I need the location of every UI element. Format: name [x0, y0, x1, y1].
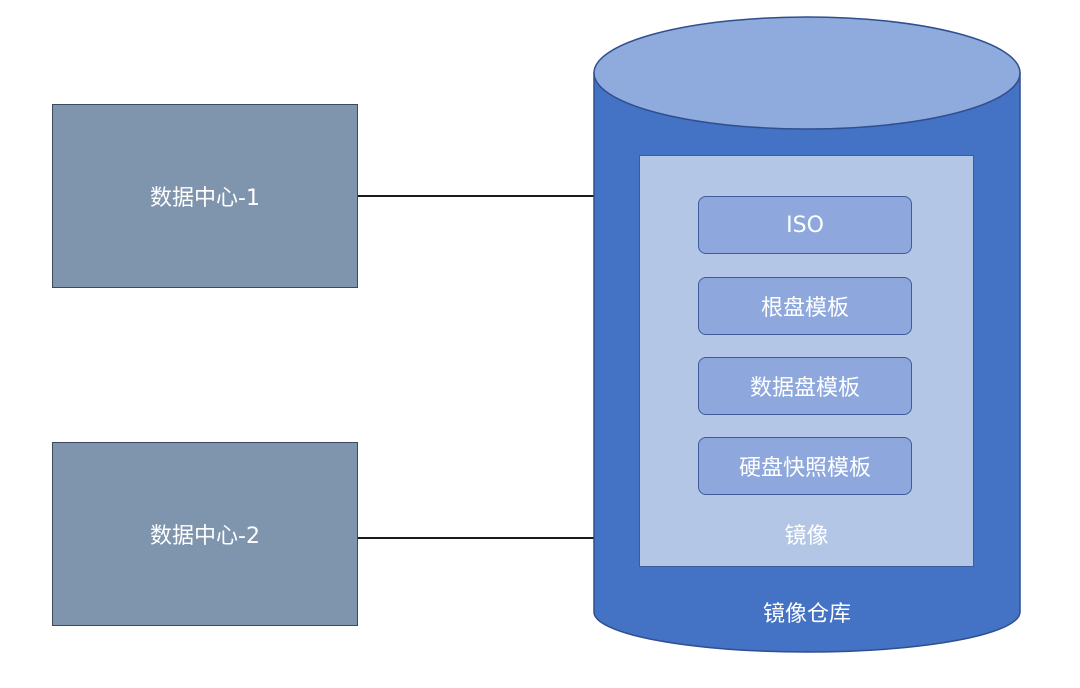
image-item-root-disk-template: 根盘模板: [698, 277, 912, 335]
image-item-label: ISO: [786, 212, 824, 238]
datacenter-box-1: 数据中心-1: [52, 104, 358, 288]
image-item-disk-snapshot-template: 硬盘快照模板: [698, 437, 912, 495]
image-panel-label: 镜像: [784, 524, 829, 549]
datacenter-label-2: 数据中心-2: [150, 524, 260, 549]
image-item-label: 根盘模板: [760, 296, 849, 321]
repository-label: 镜像仓库: [762, 602, 851, 627]
image-item-label: 数据盘模板: [749, 376, 860, 401]
image-item-data-disk-template: 数据盘模板: [698, 357, 912, 415]
repository-cylinder-top: [593, 16, 1021, 130]
image-item-label: 硬盘快照模板: [738, 456, 871, 481]
datacenter-label-1: 数据中心-1: [150, 186, 260, 211]
image-item-iso: ISO: [698, 196, 912, 254]
datacenter-box-2: 数据中心-2: [52, 442, 358, 626]
